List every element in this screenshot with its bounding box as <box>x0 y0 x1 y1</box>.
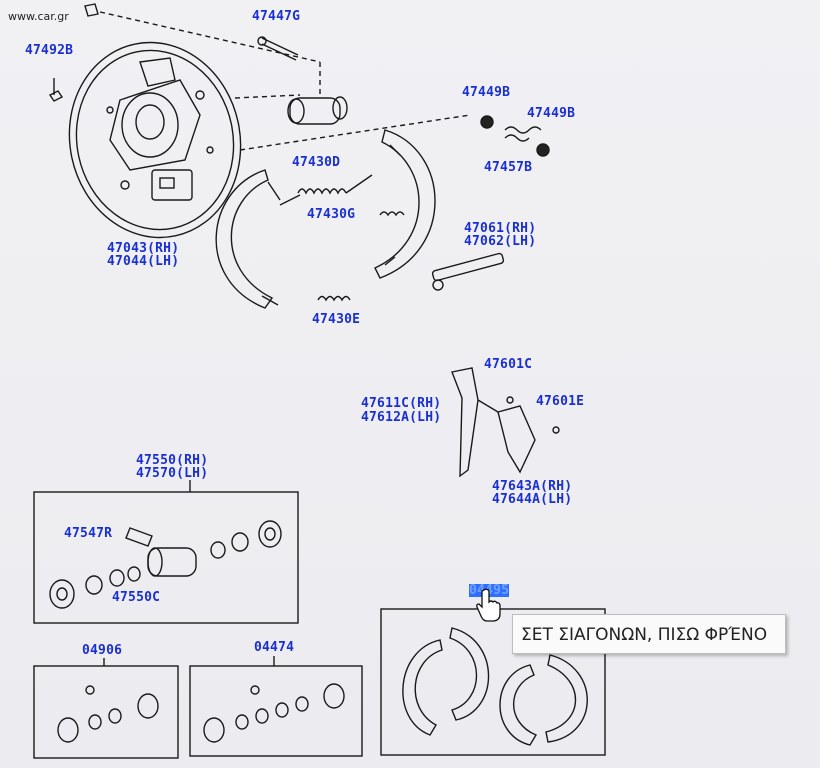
part-label-47550[interactable]: 47550(RH) <box>136 453 209 468</box>
hand-cursor-icon <box>476 588 501 622</box>
part-label-47457B[interactable]: 47457B <box>484 160 533 175</box>
part-label-47447G[interactable]: 47447G <box>252 9 301 24</box>
part-label-47449B-right[interactable]: 47449B <box>527 106 576 121</box>
part-label-47601C[interactable]: 47601C <box>484 357 533 372</box>
part-label-47430E[interactable]: 47430E <box>312 312 361 327</box>
part-label-47612A[interactable]: 47612A(LH) <box>361 410 442 425</box>
part-label-47061[interactable]: 47061(RH) <box>464 221 537 236</box>
backing-plate-drawing <box>68 41 242 239</box>
part-label-47547R[interactable]: 47547R <box>64 526 113 541</box>
part-label-47492B[interactable]: 47492B <box>25 43 74 58</box>
part-label-04474[interactable]: 04474 <box>254 640 295 655</box>
part-label-47611C[interactable]: 47611C(RH) <box>361 396 442 411</box>
part-label-47062[interactable]: 47062(LH) <box>464 234 537 249</box>
part-label-47644A[interactable]: 47644A(LH) <box>492 492 573 507</box>
part-label-47449B-left[interactable]: 47449B <box>462 85 511 100</box>
part-label-47643A[interactable]: 47643A(RH) <box>492 479 573 494</box>
part-label-47430D[interactable]: 47430D <box>292 155 341 170</box>
part-label-47550C[interactable]: 47550C <box>112 590 161 605</box>
part-tooltip: ΣΕΤ ΣΙΑΓΟΝΩΝ, ΠΙΣΩ ΦΡΈΝΟ <box>512 614 786 654</box>
part-label-47570[interactable]: 47570(LH) <box>136 466 209 481</box>
part-label-47043[interactable]: 47043(RH) <box>107 241 180 256</box>
part-label-47430G[interactable]: 47430G <box>307 207 356 222</box>
part-label-47044[interactable]: 47044(LH) <box>107 254 180 269</box>
part-label-47601E[interactable]: 47601E <box>536 394 585 409</box>
part-label-04906[interactable]: 04906 <box>82 643 123 658</box>
site-watermark: www.car.gr <box>8 10 69 23</box>
